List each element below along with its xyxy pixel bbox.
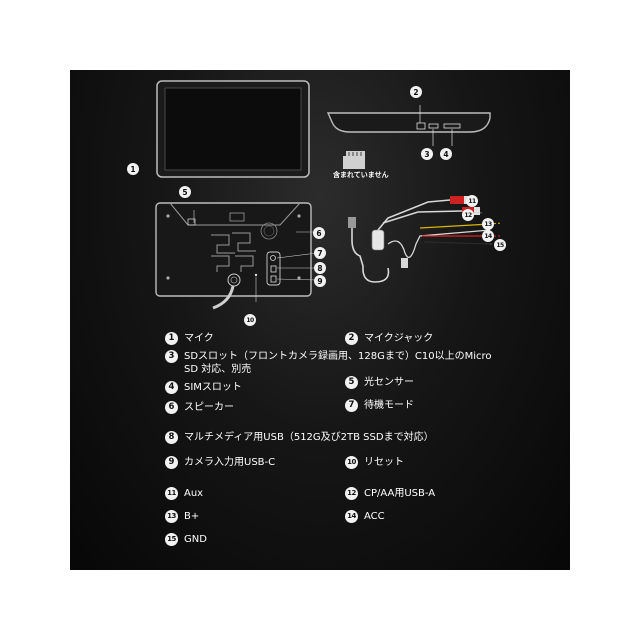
- legend-item-9: 9 カメラ入力用USB-C: [165, 456, 275, 469]
- legend-item-5: 5 光センサー: [345, 376, 414, 389]
- legend-label: 光センサー: [364, 377, 414, 388]
- legend-number-badge: 14: [345, 510, 358, 523]
- legend-label: マイク: [184, 333, 214, 344]
- legend-number-badge: 1: [165, 332, 178, 345]
- legend-number-badge: 12: [345, 487, 358, 500]
- legend-number-badge: 9: [165, 456, 178, 469]
- legend-number-badge: 11: [165, 487, 178, 500]
- callout-marker-11: 11: [466, 195, 478, 207]
- legend-item-10: 10 リセット: [345, 456, 404, 469]
- legend-item-6: 6 スピーカー: [165, 401, 234, 414]
- callout-marker-10: 10: [244, 314, 256, 326]
- legend-number-badge: 15: [165, 533, 178, 546]
- legend-number-badge: 6: [165, 401, 178, 414]
- callout-marker-8: 8: [314, 262, 326, 274]
- callout-marker-6: 6: [313, 227, 325, 239]
- legend-label: マイクジャック: [364, 333, 434, 344]
- legend-number-badge: 8: [165, 431, 178, 444]
- legend-number-badge: 10: [345, 456, 358, 469]
- legend-number-badge: 7: [345, 399, 358, 412]
- legend-item-8: 8 マルチメディア用USB（512G及び2TB SSDまで対応）: [165, 431, 434, 444]
- callout-marker-7: 7: [314, 247, 326, 259]
- legend-item-12: 12 CP/AA用USB-A: [345, 487, 435, 500]
- legend-label: ACC: [364, 511, 385, 522]
- legend-item-11: 11 Aux: [165, 487, 203, 500]
- legend-label: Aux: [184, 488, 204, 499]
- callout-marker-2: 2: [410, 86, 422, 98]
- legend-number-badge: 3: [165, 350, 178, 363]
- legend-number-badge: 2: [345, 332, 358, 345]
- legend-label: B+: [184, 511, 200, 522]
- device-illustration: [155, 80, 503, 310]
- front-view: [156, 80, 310, 178]
- not-included-caption: 含まれていません: [333, 171, 389, 179]
- callout-marker-15: 15: [494, 239, 506, 251]
- legend-label: マルチメディア用USB（512G及び2TB SSDまで対応）: [184, 432, 434, 443]
- legend-item-1: 1 マイク: [165, 332, 214, 345]
- legend-item-7: 7 待機モード: [345, 399, 414, 412]
- legend-label: SDスロット（フロントカメラ録画用、128Gまで）C10以上のMicro SD …: [184, 351, 492, 375]
- legend-label: SIMスロット: [184, 382, 242, 393]
- callout-marker-5: 5: [179, 186, 191, 198]
- callout-marker-14: 14: [482, 230, 494, 242]
- callout-marker-4: 4: [440, 148, 452, 160]
- legend-item-14: 14 ACC: [345, 510, 385, 523]
- wiring-harness: [348, 196, 503, 283]
- legend-label: カメラ入力用USB-C: [184, 457, 276, 468]
- legend-label: リセット: [364, 457, 404, 468]
- legend-item-13: 13 B+: [165, 510, 199, 523]
- callout-marker-9: 9: [314, 275, 326, 287]
- legend-item-3: 3 SDスロット（フロントカメラ録画用、128Gまで）C10以上のMicro SD…: [165, 350, 504, 376]
- legend-item-2: 2 マイクジャック: [345, 332, 433, 345]
- back-view: [155, 202, 312, 310]
- callout-marker-3: 3: [421, 148, 433, 160]
- legend-label: 待機モード: [364, 400, 414, 411]
- callout-marker-13: 13: [482, 218, 494, 230]
- legend-label: GND: [184, 534, 207, 545]
- legend-number-badge: 13: [165, 510, 178, 523]
- micro-sd-card-icon: [343, 151, 365, 169]
- legend-label: CP/AA用USB-A: [364, 488, 436, 499]
- legend-number-badge: 4: [165, 381, 178, 394]
- legend-item-15: 15 GND: [165, 533, 207, 546]
- callout-marker-1: 1: [127, 163, 139, 175]
- legend-number-badge: 5: [345, 376, 358, 389]
- callout-marker-12: 12: [462, 209, 474, 221]
- legend-label: スピーカー: [184, 402, 234, 413]
- legend-item-4: 4 SIMスロット: [165, 381, 242, 394]
- side-view: [326, 105, 491, 146]
